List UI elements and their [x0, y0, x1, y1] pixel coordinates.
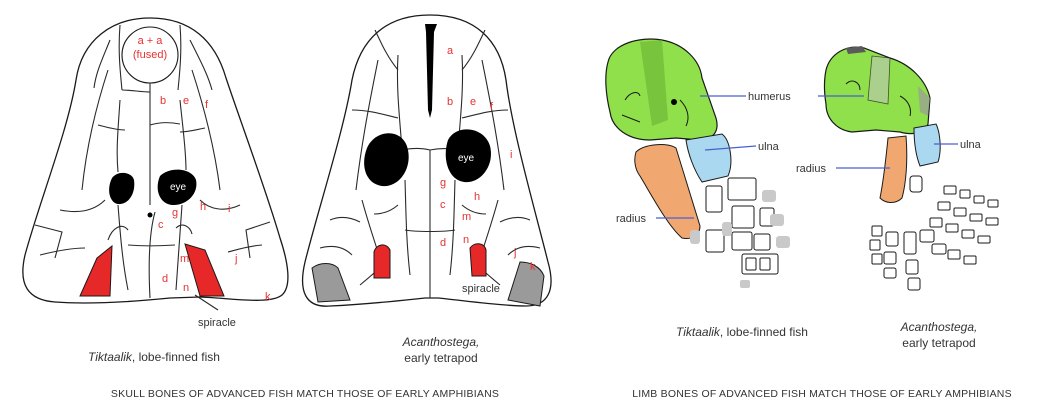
acanthostega-limb-caption-name: Acanthostega,	[900, 320, 978, 334]
tiktaalik-bone-b: b	[160, 95, 166, 107]
tiktaalik-bone-k: k	[265, 291, 271, 303]
acanthostega-limb-label-radius: radius	[796, 163, 826, 175]
tiktaalik-skull-caption: Tiktaalik, lobe-finned fish	[88, 350, 220, 364]
acanthostega-bone-i: i	[510, 149, 512, 161]
tiktaalik-bone-g: g	[172, 207, 178, 219]
tiktaalik-skull: a + a (fused) b e f g c h i d m n j k ey…	[23, 18, 288, 364]
tiktaalik-bone-m: m	[180, 253, 189, 265]
acanthostega-bone-c: c	[440, 199, 446, 211]
acanthostega-radius	[880, 136, 907, 203]
tiktaalik-limb-caption: Tiktaalik, lobe-finned fish	[676, 325, 808, 339]
acanthostega-bone-j: j	[513, 247, 516, 259]
acanthostega-bone-g: g	[440, 177, 446, 189]
acanthostega-left-spiracle	[374, 245, 390, 278]
tiktaalik-fused-label-2: (fused)	[133, 49, 167, 61]
tiktaalik-bone-n: n	[183, 282, 189, 294]
acanthostega-bone-h: h	[474, 191, 480, 203]
skull-footer: SKULL BONES OF ADVANCED FISH MATCH THOSE…	[111, 388, 499, 400]
tiktaalik-limb-caption-rest: , lobe-finned fish	[720, 325, 808, 339]
acanthostega-bone-a: a	[447, 45, 454, 57]
tiktaalik-limb-caption-name: Tiktaalik	[676, 325, 721, 339]
acanthostega-spiracle-label: spiracle	[462, 283, 500, 295]
acanthostega-right-spiracle	[470, 244, 486, 276]
tiktaalik-bone-e: e	[183, 95, 189, 107]
tiktaalik-limb-label-ulna: ulna	[758, 141, 780, 153]
tiktaalik-bone-d: d	[162, 273, 168, 285]
limb-footer: LIMB BONES OF ADVANCED FISH MATCH THOSE …	[632, 388, 1012, 400]
acanthostega-bone-b: b	[447, 96, 453, 108]
tiktaalik-limb-label-radius: radius	[616, 213, 646, 225]
tiktaalik-ulna	[686, 134, 731, 182]
acanthostega-limb-caption-rest: early tetrapod	[902, 336, 975, 350]
tiktaalik-fused-label-1: a + a	[138, 35, 164, 47]
acanthostega-ulna	[914, 124, 940, 166]
acanthostega-skull-caption-name: Acanthostega,	[402, 335, 480, 349]
acanthostega-bone-n: n	[463, 234, 469, 246]
tiktaalik-bone-i: i	[228, 203, 230, 215]
limb-label-humerus: humerus	[748, 91, 791, 103]
tiktaalik-skull-caption-rest: , lobe-finned fish	[132, 350, 220, 364]
tiktaalik-bone-j: j	[234, 253, 237, 265]
tiktaalik-limb	[606, 39, 790, 288]
tiktaalik-bone-c: c	[158, 219, 164, 231]
tiktaalik-spiracle-label: spiracle	[198, 317, 236, 329]
acanthostega-bone-k: k	[530, 261, 536, 273]
acanthostega-bone-d: d	[440, 237, 446, 249]
acanthostega-limb-label-ulna: ulna	[960, 139, 982, 151]
acanthostega-skull: a b e f g c h i d m n j k eye spiracle A…	[303, 15, 551, 365]
acanthostega-bone-e: e	[470, 96, 476, 108]
acanthostega-bone-m: m	[462, 211, 471, 223]
acanthostega-eye-label: eye	[458, 153, 475, 164]
tiktaalik-skull-caption-name: Tiktaalik	[88, 350, 133, 364]
acanthostega-skull-caption-rest: early tetrapod	[404, 351, 477, 365]
tiktaalik-bone-h: h	[200, 201, 206, 213]
tiktaalik-eye-label: eye	[170, 182, 187, 193]
